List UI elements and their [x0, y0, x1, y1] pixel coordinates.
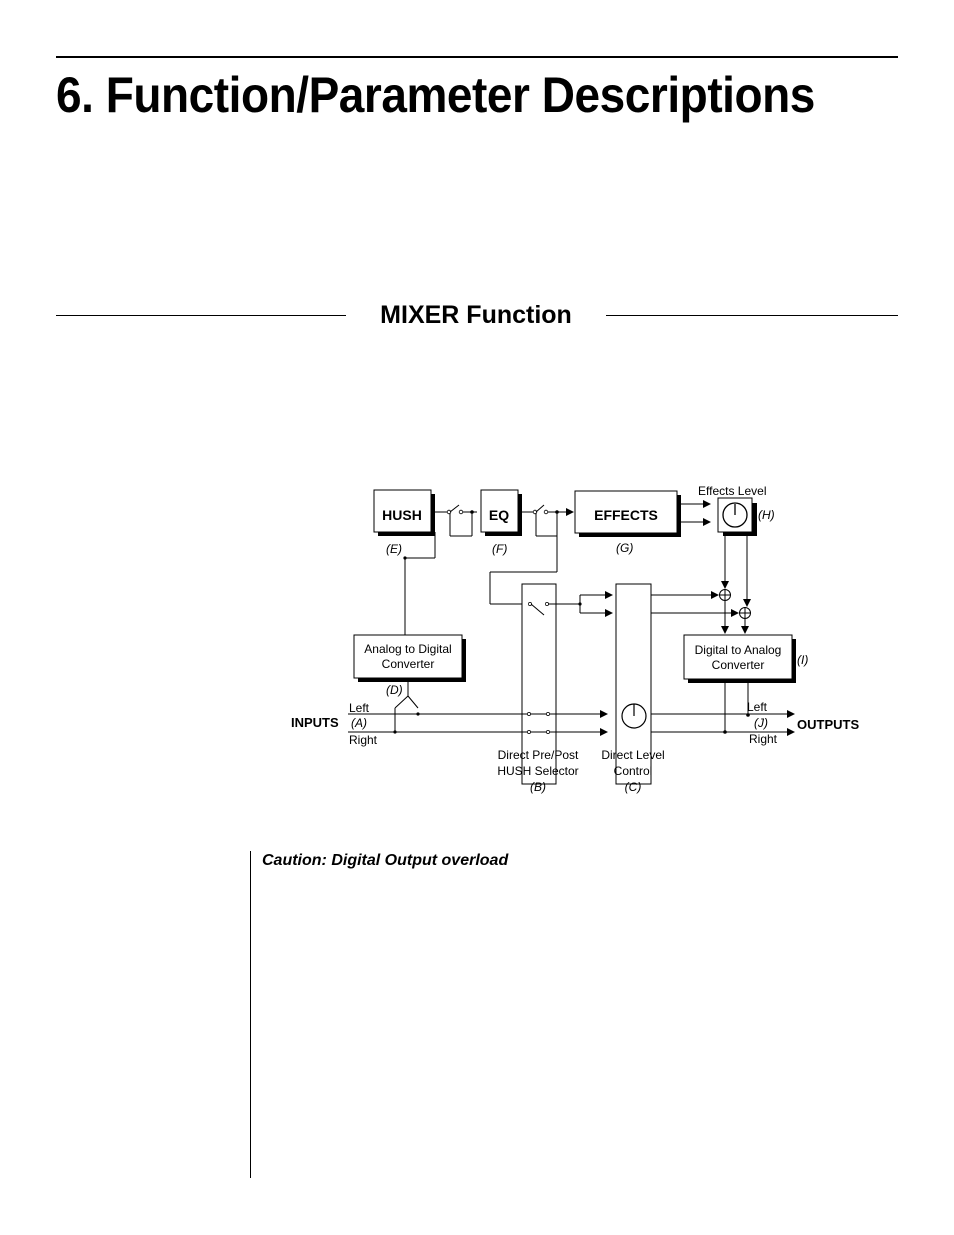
label-d: (D)	[386, 683, 403, 697]
output-j-label: (J)	[754, 716, 768, 730]
section-title: MIXER Function	[380, 301, 572, 329]
label-e: (E)	[386, 542, 402, 556]
top-rule	[56, 56, 898, 58]
dac-label-line2: Converter	[712, 658, 765, 672]
adc-block: Analog to Digital Converter	[353, 634, 466, 682]
label-h: (H)	[758, 508, 775, 522]
eq-block: EQ	[480, 489, 522, 536]
selector-caption-line2: HUSH Selector	[497, 764, 578, 778]
input-a-label: (A)	[351, 716, 367, 730]
effects-label: EFFECTS	[594, 507, 658, 523]
section-rule-left	[56, 315, 346, 316]
selector-caption-line1: Direct Pre/Post	[498, 748, 579, 762]
hush-block: HUSH	[373, 489, 435, 536]
caution-heading: Caution: Digital Output overload	[262, 852, 509, 869]
level-caption-line1: Direct Level	[601, 748, 664, 762]
dac-block: Digital to Analog Converter	[683, 634, 796, 683]
adc-label-line1: Analog to Digital	[364, 642, 451, 656]
eq-label: EQ	[489, 507, 509, 523]
page-title: 6. Function/Parameter Descriptions	[56, 67, 815, 123]
level-caption-c: (C)	[625, 780, 642, 794]
selector-caption-b: (B)	[530, 780, 546, 794]
section-rule-right	[606, 315, 898, 316]
inputs-label: INPUTS	[291, 715, 339, 730]
summer-right-icon	[739, 607, 751, 619]
dac-label-line1: Digital to Analog	[695, 643, 782, 657]
effects-level-label: Effects Level	[698, 484, 766, 498]
level-caption-line2: Control	[614, 764, 653, 778]
direct-level-knob-icon	[621, 703, 647, 729]
output-right-label: Right	[749, 732, 778, 746]
effects-level-knob-icon	[717, 497, 757, 536]
summer-left-icon	[719, 589, 731, 601]
mixer-block-diagram: HUSH (E) EQ (F) EFFECTS (G) Effects Leve…	[291, 484, 859, 794]
hush-label: HUSH	[382, 507, 422, 523]
label-i: (I)	[797, 653, 808, 667]
label-f: (F)	[492, 542, 507, 556]
input-left-label: Left	[349, 701, 370, 715]
adc-label-line2: Converter	[382, 657, 435, 671]
direct-selector-column	[521, 583, 557, 785]
effects-block: EFFECTS	[574, 490, 681, 537]
input-right-label: Right	[349, 733, 378, 747]
output-left-label: Left	[747, 700, 768, 714]
margin-rule	[250, 851, 251, 1178]
label-g: (G)	[616, 541, 633, 555]
outputs-label: OUTPUTS	[797, 717, 859, 732]
direct-level-column	[615, 583, 652, 785]
